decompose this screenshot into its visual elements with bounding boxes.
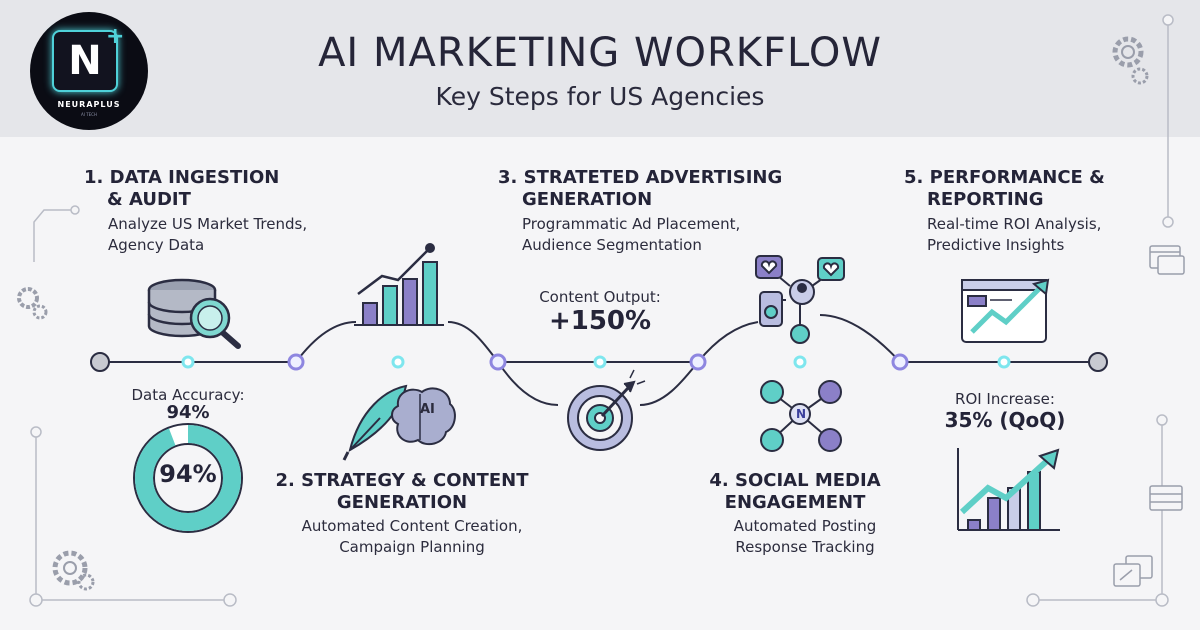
step-1-heading-line1: 1. DATA INGESTION bbox=[84, 167, 280, 188]
step-4-description: Automated Posting Response Tracking bbox=[690, 516, 920, 558]
gear-icon bbox=[17, 36, 1149, 591]
step-4-desc-line2: Response Tracking bbox=[735, 538, 875, 556]
browser-window-icon bbox=[1113, 245, 1185, 587]
logo-tagline: AI TECH bbox=[81, 112, 97, 117]
step-5-description: Real-time ROI Analysis, Predictive Insig… bbox=[927, 214, 1101, 256]
donut-center-value: 94% bbox=[159, 460, 217, 488]
node bbox=[287, 353, 305, 371]
node bbox=[489, 353, 507, 371]
circuit-decoration bbox=[29, 14, 1174, 607]
step-1-heading: 1. DATA INGESTION & AUDIT bbox=[84, 167, 279, 211]
accuracy-donut bbox=[133, 423, 243, 533]
network-center-label: N bbox=[796, 407, 807, 421]
step-3-heading-line2: GENERATION bbox=[522, 189, 653, 210]
step-3-heading: 3. STRATETED ADVERTISING GENERATION bbox=[498, 167, 782, 211]
step-5-heading: 5. PERFORMANCE & REPORTING bbox=[904, 167, 1105, 211]
logo-frame: N + bbox=[52, 24, 124, 92]
page-title: AI MARKETING WORKFLOW bbox=[318, 30, 882, 76]
step-2-heading-line2: GENERATION bbox=[336, 492, 468, 513]
step-1-desc-line2: Agency Data bbox=[108, 236, 205, 254]
step-3-description: Programmatic Ad Placement, Audience Segm… bbox=[522, 214, 740, 256]
dashboard-growth-icon bbox=[961, 278, 1050, 343]
step-1-description: Analyze US Market Trends, Agency Data bbox=[108, 214, 307, 256]
logo-mark: N bbox=[68, 38, 102, 84]
social-graph-icon bbox=[760, 380, 842, 452]
end-node bbox=[1088, 352, 1108, 372]
logo-name: NEURAPLUS bbox=[57, 100, 121, 109]
bar-chart-growth-icon bbox=[354, 243, 444, 326]
step-4-desc-line1: Automated Posting bbox=[733, 517, 877, 535]
header-band bbox=[0, 0, 1200, 137]
quill-brain-icon bbox=[342, 384, 456, 461]
logo-plus-icon: + bbox=[106, 24, 125, 49]
target-icon bbox=[567, 369, 646, 451]
roi-label: ROI Increase: bbox=[955, 390, 1055, 408]
ai-label: AI bbox=[420, 402, 435, 417]
page-subtitle: Key Steps for US Agencies bbox=[435, 82, 765, 111]
node bbox=[891, 353, 909, 371]
step-1-desc-line1: Analyze US Market Trends, bbox=[108, 215, 308, 233]
step-2-description: Automated Content Creation, Campaign Pla… bbox=[280, 516, 544, 558]
content-output-value: +150% bbox=[548, 306, 652, 336]
database-search-icon bbox=[147, 278, 241, 349]
node bbox=[689, 353, 707, 371]
start-node bbox=[90, 352, 110, 372]
accuracy-value: 94% bbox=[166, 402, 210, 423]
step-5-desc-line1: Real-time ROI Analysis, bbox=[927, 215, 1102, 233]
node bbox=[181, 355, 195, 369]
step-2-desc-line2: Campaign Planning bbox=[339, 538, 485, 556]
neuraplus-logo: N + NEURAPLUS AI TECH bbox=[30, 12, 148, 130]
roi-growth-chart bbox=[957, 448, 1060, 531]
step-2-desc-line1: Automated Content Creation, bbox=[301, 517, 523, 535]
step-5-desc-line2: Predictive Insights bbox=[927, 236, 1065, 254]
step-4-heading-line1: 4. SOCIAL MEDIA bbox=[709, 470, 881, 491]
step-2-heading: 2. STRATEGY & CONTENT GENERATION bbox=[270, 470, 534, 514]
step-3-heading-line1: 3. STRATETED ADVERTISING bbox=[498, 167, 783, 188]
social-network-icon bbox=[755, 255, 845, 344]
step-5-heading-line1: 5. PERFORMANCE & bbox=[904, 167, 1105, 188]
step-4-heading: 4. SOCIAL MEDIA ENGAGEMENT bbox=[680, 470, 910, 514]
step-3-desc-line2: Audience Segmentation bbox=[522, 236, 702, 254]
roi-value: 35% (QoQ) bbox=[944, 408, 1066, 432]
node bbox=[593, 355, 607, 369]
content-output-label: Content Output: bbox=[539, 288, 661, 306]
node bbox=[391, 355, 405, 369]
donut-value-arc bbox=[135, 425, 241, 531]
workflow-nodes bbox=[90, 352, 1108, 372]
node bbox=[793, 355, 807, 369]
step-2-heading-line1: 2. STRATEGY & CONTENT bbox=[275, 470, 529, 491]
step-5-heading-line2: REPORTING bbox=[927, 189, 1044, 210]
step-3-desc-line1: Programmatic Ad Placement, bbox=[522, 215, 741, 233]
step-4-heading-line2: ENGAGEMENT bbox=[724, 492, 866, 513]
node bbox=[997, 355, 1011, 369]
step-1-heading-line2: & AUDIT bbox=[107, 189, 191, 210]
accuracy-label: Data Accuracy: bbox=[131, 386, 245, 404]
